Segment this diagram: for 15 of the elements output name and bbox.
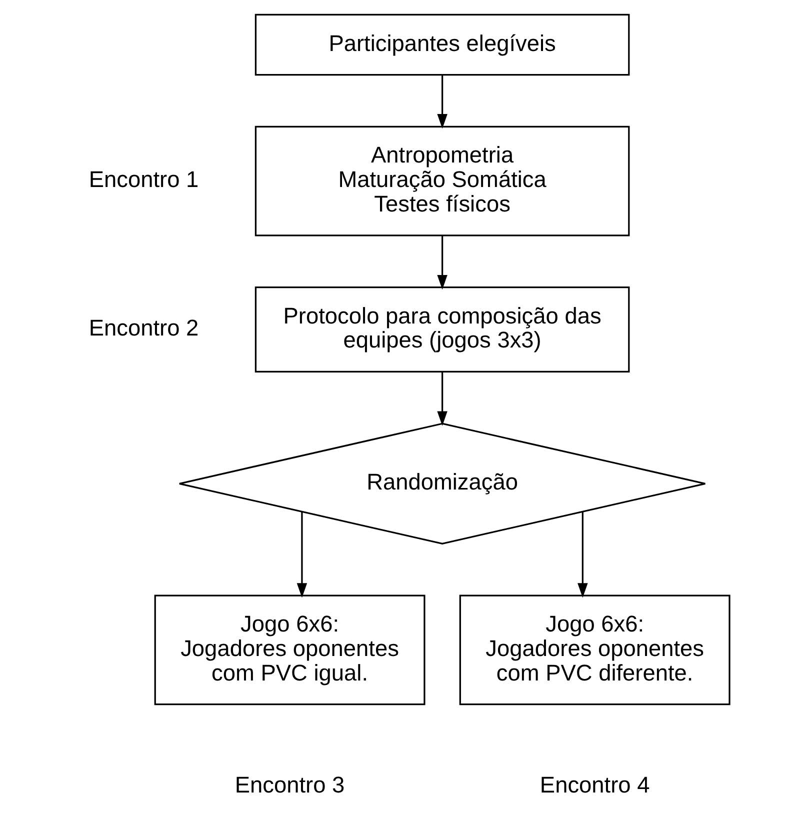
node-box: Antropometria Maturação Somática Testes físicos [254, 126, 630, 236]
node-box: Protocolo para composição das equipes (jogos 3x3) [254, 286, 630, 372]
node-label: Encontro 1 [88, 166, 199, 192]
node-label: Encontro 3 [234, 771, 345, 798]
arrow [578, 512, 588, 598]
arrow [296, 512, 308, 598]
node-label: Encontro 4 [540, 771, 650, 798]
node-box: Participantes elegíveis [254, 14, 630, 76]
arrow [437, 74, 448, 129]
node-box: Jogo 6x6: Jogadores oponentes com PVC diferente. [459, 594, 730, 706]
node-diamond: Randomização [178, 422, 706, 545]
node-box: Jogo 6x6: Jogadores oponentes com PVC igual. [154, 594, 426, 706]
arrow [437, 235, 448, 290]
arrow [437, 372, 448, 426]
node-label: Encontro 2 [88, 314, 199, 341]
